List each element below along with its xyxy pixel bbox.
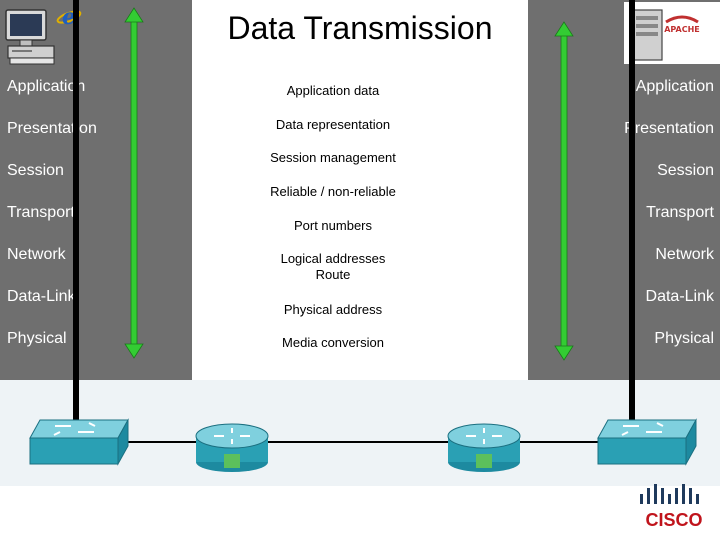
function-session: Session management [270, 150, 396, 165]
svg-text:CISCO: CISCO [645, 510, 702, 530]
left-layer-physical: Physical [7, 330, 67, 347]
router-1-icon [195, 423, 269, 472]
function-datalink: Physical address [283, 302, 383, 317]
network-topology [29, 418, 697, 472]
left-layer-datalink: Data-Link [7, 288, 76, 305]
right-layer-presentation: Presentation [624, 120, 714, 137]
right-layer-physical: Physical [654, 330, 714, 347]
left-switch-icon [29, 418, 129, 466]
left-vertical-arrow [124, 7, 144, 359]
function-physical: Media conversion [282, 335, 384, 350]
server-icon: APACHE [624, 2, 720, 64]
router-2-icon [447, 423, 521, 472]
right-layer-application: Application [635, 78, 714, 95]
svg-text:APACHE: APACHE [664, 25, 700, 34]
function-network-line1: Logical addresses [280, 251, 386, 266]
left-stack-panel: Application Presentation Session Transpo… [0, 0, 192, 380]
internet-explorer-icon: e [56, 4, 82, 30]
left-layer-network: Network [7, 246, 66, 263]
left-layer-application: Application [7, 78, 86, 95]
right-layer-datalink: Data-Link [645, 288, 714, 305]
left-layer-presentation: Presentation [7, 120, 97, 137]
left-layer-transport: Transport [7, 204, 75, 221]
right-stack-panel: Application Presentation Session Transpo… [528, 0, 720, 380]
function-presentation: Data representation [275, 117, 391, 132]
computer-icon [5, 9, 55, 65]
function-reliability: Reliable / non-reliable [270, 184, 396, 199]
right-layer-session: Session [657, 162, 714, 179]
right-layer-network: Network [655, 246, 714, 263]
right-switch-icon [597, 418, 697, 466]
svg-text:e: e [62, 4, 76, 30]
function-application: Application data [286, 83, 380, 98]
function-network-line2: Route [315, 267, 351, 282]
function-transport: Port numbers [293, 218, 373, 233]
right-vertical-arrow [554, 21, 574, 361]
left-host-line [73, 0, 79, 428]
cisco-logo: CISCO [640, 484, 703, 530]
right-host-line [629, 0, 635, 428]
right-layer-transport: Transport [646, 204, 714, 221]
left-layer-session: Session [7, 162, 64, 179]
diagram-title: Data Transmission [227, 10, 493, 46]
